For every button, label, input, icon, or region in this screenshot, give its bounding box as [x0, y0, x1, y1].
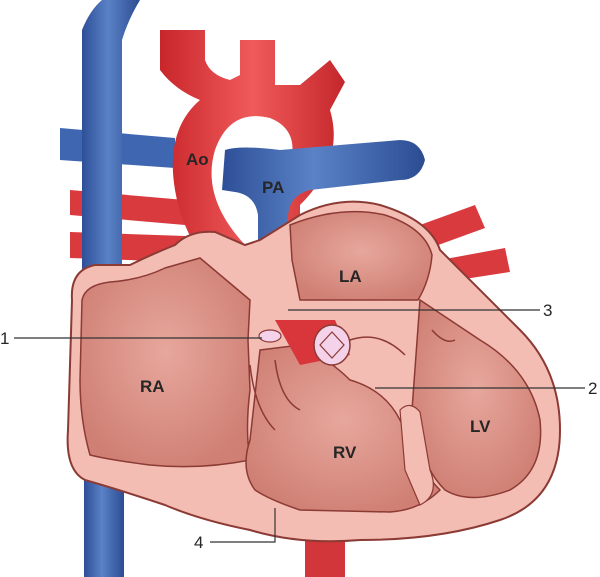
label-pulmonary-artery: PA: [262, 178, 284, 197]
label-left-ventricle: LV: [470, 417, 491, 436]
heart-body: [66, 200, 562, 543]
structure-labels: Ao PA LA RA RV LV: [140, 150, 491, 462]
leader-line-4: [210, 508, 276, 543]
callout-leaders: [14, 309, 585, 543]
label-right-ventricle: RV: [333, 443, 357, 462]
label-left-atrium: LA: [339, 267, 362, 286]
label-right-atrium: RA: [140, 377, 165, 396]
aorta: [160, 30, 345, 360]
aortic-valve: [313, 324, 351, 366]
callout-numbers: 1 2 3 4: [0, 301, 597, 552]
label-aorta: Ao: [186, 150, 209, 169]
callout-number: 2: [588, 379, 597, 398]
callout-number: 4: [194, 533, 203, 552]
aortic-root: [258, 320, 351, 366]
callout-number: 1: [0, 329, 9, 348]
callout-number: 3: [543, 301, 552, 320]
pulmonary-valve: [258, 329, 282, 343]
